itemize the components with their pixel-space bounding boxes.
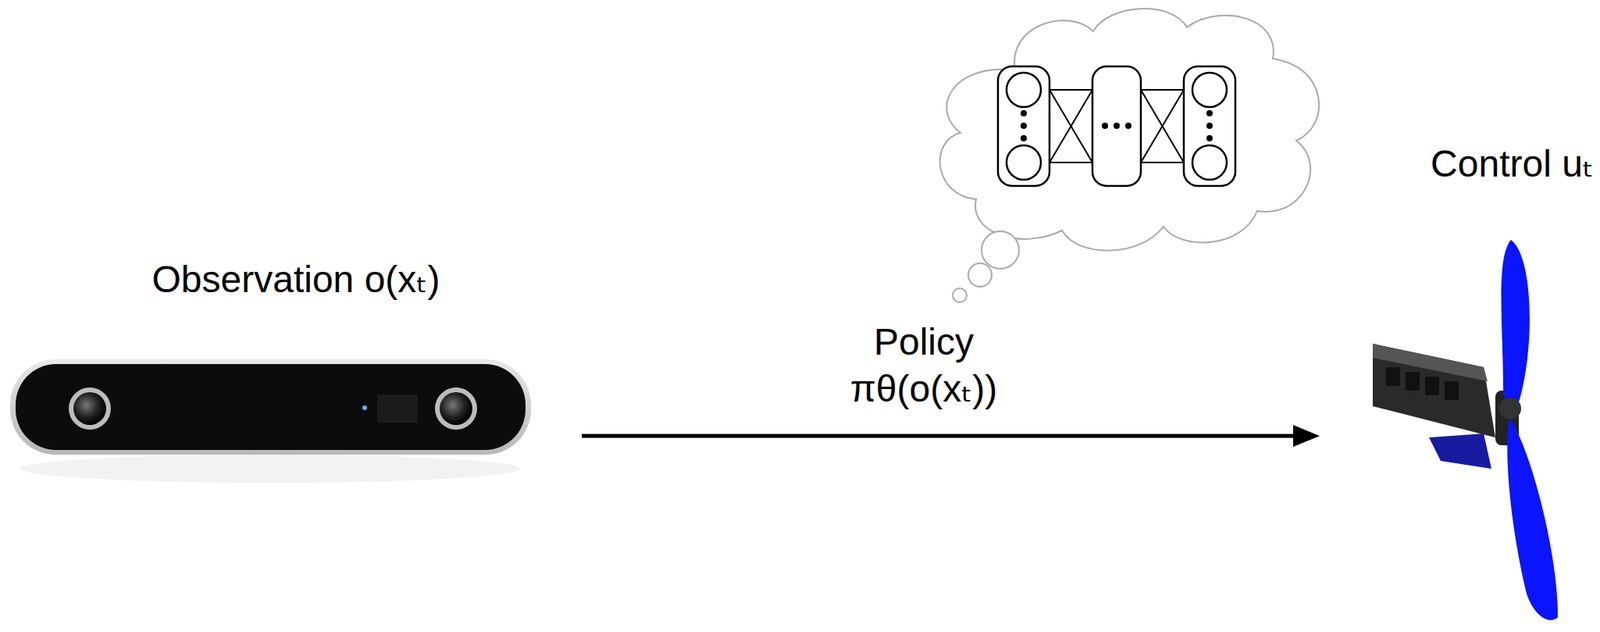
stereo-camera	[10, 359, 531, 483]
actuator-node: Control uₜ	[1319, 140, 1594, 621]
policy-arrow	[581, 424, 1320, 447]
node-heading: Control uₜ	[1319, 140, 1594, 188]
neural-network	[997, 66, 1236, 186]
edge-label: Policy πθ(o(xₜ))	[811, 318, 1037, 413]
thought-cloud	[940, 8, 1319, 303]
propeller	[1372, 239, 1558, 621]
node-heading: Observation o(xₜ)	[10, 256, 582, 303]
camera-node: Observation o(xₜ)	[10, 234, 582, 461]
